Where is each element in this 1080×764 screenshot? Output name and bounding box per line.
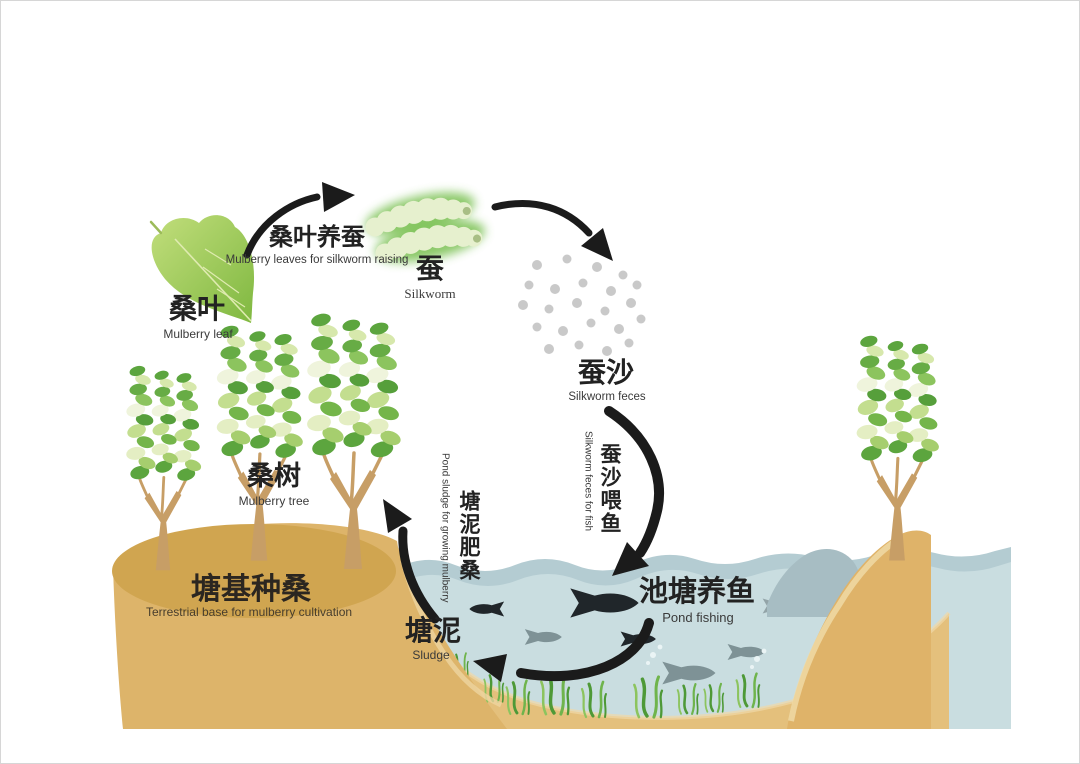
mulberry-tree-right: [855, 334, 941, 560]
label-pond-fishing-en: Pond fishing: [662, 610, 734, 625]
label-mulberry-leaf-en: Mulberry leaf: [163, 327, 233, 341]
label-sludge-zh: 塘泥: [404, 615, 462, 646]
mulberry-leaf-illustration: [149, 215, 255, 323]
label-silkworm-feces-en: Silkworm feces: [568, 391, 646, 403]
label-mulberry-leaf-zh: 桑叶: [168, 293, 226, 324]
arrow-leaf-to-silkworm: [243, 182, 355, 259]
label-feces-to-fish-en: Silkworm feces for fish: [582, 431, 594, 532]
label-sludge-to-mulberry-en: Pond sludge for growing mulberry: [439, 453, 451, 603]
arrow-feces-to-pond: [604, 406, 664, 576]
label-leaf-to-silkworm-en: Mulberry leaves for silkworm raising: [225, 254, 409, 266]
cycle-arrows: [243, 182, 664, 682]
label-terrestrial-base-en: Terrestrial base for mulberry cultivatio…: [145, 605, 353, 619]
label-leaf-to-silkworm-zh: 桑叶养蚕: [269, 224, 365, 251]
label-pond-fishing-zh: 池塘养鱼: [638, 576, 756, 608]
right-bank: [767, 530, 931, 729]
label-sludge-to-mulberry-zh: 塘泥肥桑: [457, 490, 481, 582]
arrow-pond-to-sludge: [473, 618, 654, 682]
fish-school: [469, 588, 798, 685]
label-silkworm-en: Silkworm: [404, 286, 456, 301]
silkworm-illustration: [361, 188, 485, 268]
arrow-silkworm-to-feces: [491, 200, 613, 261]
label-sludge-en: Sludge: [412, 648, 450, 662]
arrow-sludge-to-trees: [383, 499, 440, 624]
label-mulberry-tree-zh: 桑树: [247, 461, 301, 491]
label-feces-to-fish-zh: 蚕沙喂鱼: [598, 443, 622, 535]
label-terrestrial-base-zh: 塘基种桑: [191, 573, 311, 606]
label-mulberry-tree-en: Mulberry tree: [238, 494, 310, 508]
silkworm-feces-dots: [518, 254, 646, 356]
label-silkworm-zh: 蚕: [415, 253, 445, 284]
label-silkworm-feces-zh: 蚕沙: [577, 357, 635, 388]
bubbles: [646, 644, 767, 669]
